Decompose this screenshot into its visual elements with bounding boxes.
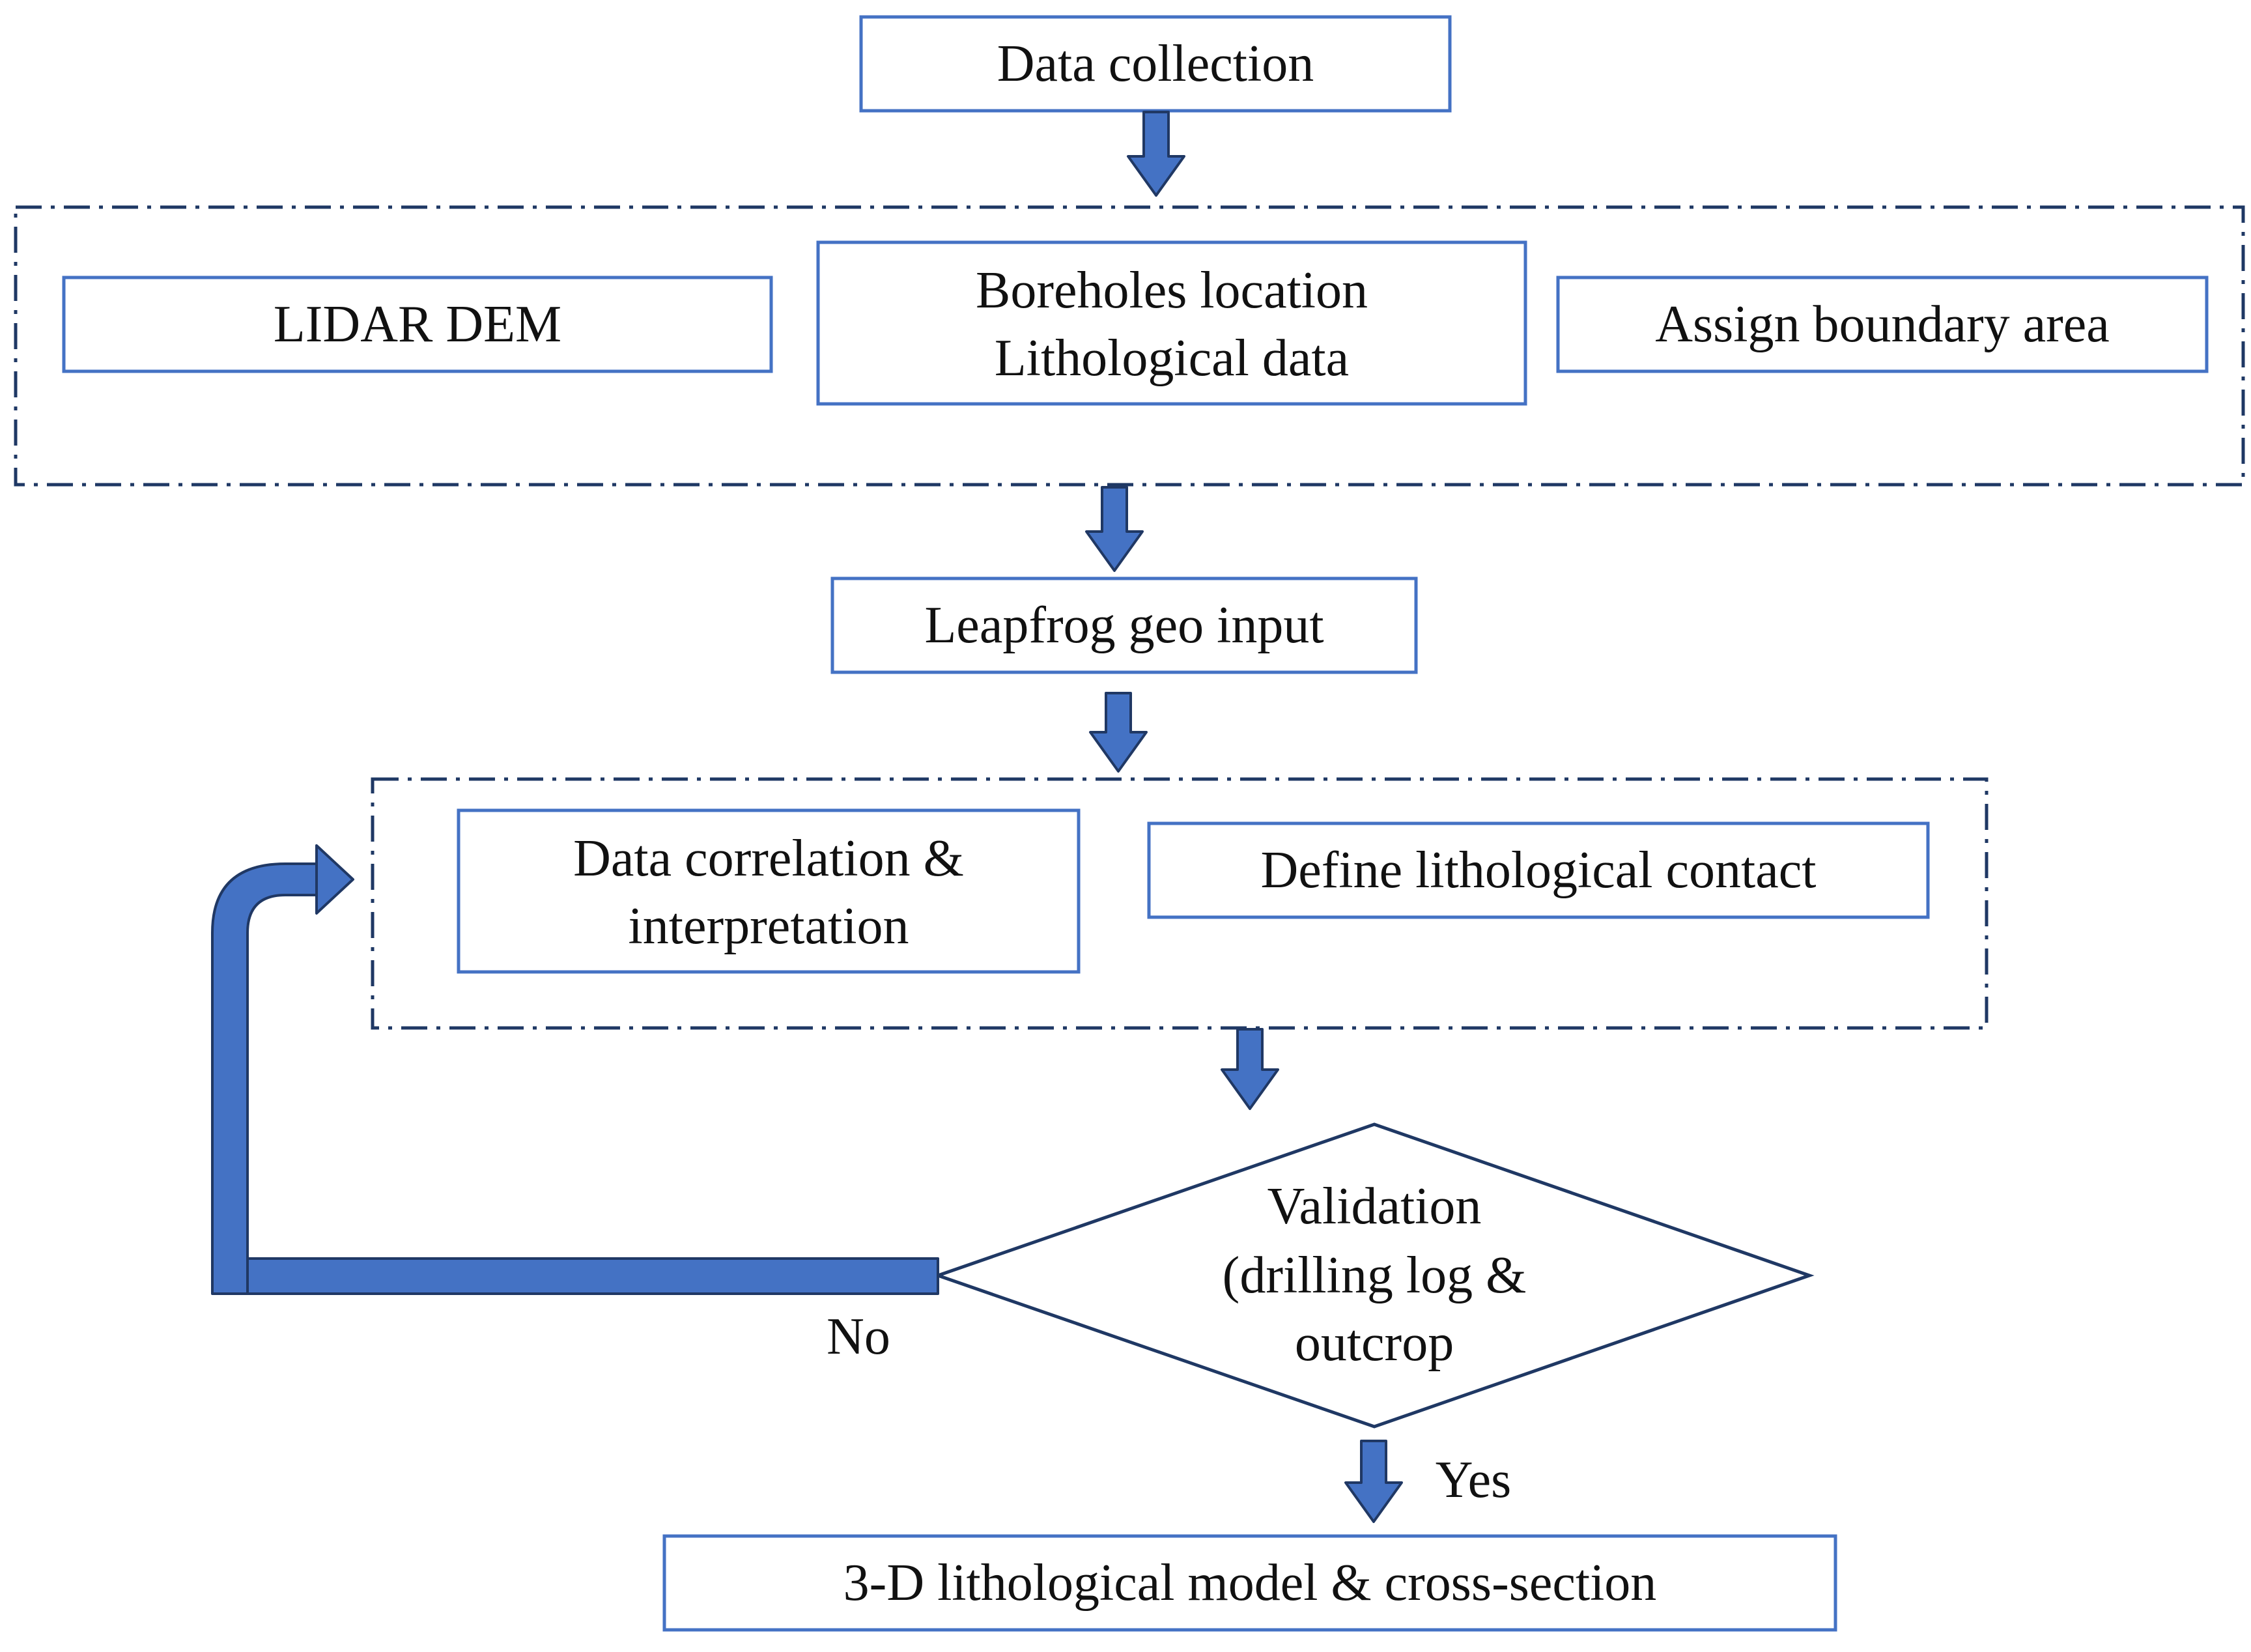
lidar-dem-label: LIDAR DEM <box>274 296 561 353</box>
final-model-label: 3-D lithological model & cross-section <box>843 1554 1657 1612</box>
validation-decision: Validation (drilling log & outcrop <box>933 1122 1815 1429</box>
modelling-group <box>371 777 1989 1030</box>
no-edge-label: No <box>827 1308 890 1365</box>
boundary-area-box: Assign boundary area <box>1556 276 2209 373</box>
final-model-box: 3-D lithological model & cross-section <box>662 1534 1837 1632</box>
data-correlation-label-line2: interpretation <box>629 898 909 955</box>
arrow-modelling-to-validation <box>1221 1028 1279 1110</box>
data-collection-label: Data collection <box>997 35 1314 93</box>
yes-edge-label: Yes <box>1436 1451 1511 1509</box>
lidar-dem-box: LIDAR DEM <box>62 276 773 373</box>
arrow-collection-to-inputs <box>1127 111 1185 197</box>
boreholes-box: Boreholes location Lithological data <box>816 240 1527 406</box>
arrow-yes-to-model <box>1344 1440 1403 1523</box>
lithological-contact-box: Define lithological contact <box>1147 821 1930 919</box>
validation-label-line2: (drilling log & <box>1223 1247 1527 1304</box>
boundary-area-label: Assign boundary area <box>1655 296 2110 353</box>
validation-label-line1: Validation <box>1267 1178 1482 1235</box>
leapfrog-input-box: Leapfrog geo input <box>830 577 1418 674</box>
data-correlation-box: Data correlation & interpretation <box>457 808 1081 974</box>
boreholes-label-line1: Boreholes location <box>976 262 1368 319</box>
leapfrog-input-label: Leapfrog geo input <box>924 597 1324 654</box>
input-data-group <box>14 205 2245 487</box>
arrow-inputs-to-leapfrog <box>1085 486 1144 572</box>
arrow-leapfrog-to-modelling <box>1089 692 1148 773</box>
boreholes-label-line2: Lithological data <box>995 330 1349 387</box>
data-collection-box: Data collection <box>859 15 1452 113</box>
feedback-loop-arrow <box>211 844 939 1295</box>
validation-diamond <box>933 1122 1815 1429</box>
lithological-contact-label: Define lithological contact <box>1260 842 1816 899</box>
validation-label-line3: outcrop <box>1295 1315 1454 1372</box>
data-correlation-label-line1: Data correlation & <box>573 830 964 887</box>
